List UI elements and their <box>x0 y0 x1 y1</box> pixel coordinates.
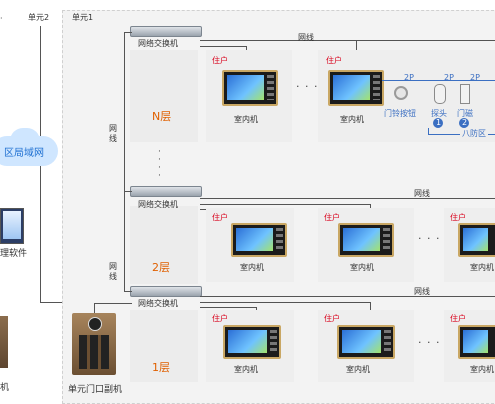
floor-2-block <box>130 206 198 284</box>
floor-2-label: 2层 <box>152 261 170 274</box>
door-station-line-h <box>94 303 132 304</box>
line-floor-n-far <box>200 40 495 41</box>
doorbell-label: 门铃按钮 <box>384 109 416 118</box>
trunk-line <box>124 32 125 292</box>
lan-cloud: 区局域网 <box>0 128 58 168</box>
floor-n-ellipsis: · · · <box>296 80 319 93</box>
unit1-label: 单元1 <box>72 13 94 22</box>
software-label: 理软件 <box>0 249 28 259</box>
line-floor-1-near <box>200 307 256 308</box>
line-floor-2-label: 网线 <box>414 189 430 198</box>
trunk-connector-n <box>124 32 132 33</box>
door-sensor-icon <box>460 84 470 104</box>
left-door-station-icon <box>0 316 8 368</box>
eight-zone-label: 八防区 <box>460 128 488 139</box>
switch-floor-2 <box>130 186 202 197</box>
floor-2-ellipsis: · · · <box>418 232 441 245</box>
resident-2-2-label: 住户 <box>324 213 340 222</box>
floor-1-block <box>130 310 198 382</box>
door-station-line <box>94 303 95 313</box>
floor-1-label: 1层 <box>152 361 170 374</box>
unit-door-station-label: 单元门口副机 <box>68 385 123 395</box>
door-sensor-label: 门磁 <box>457 109 473 118</box>
indoor-monitor-1-3 <box>458 325 495 359</box>
two-p-label-1: 2P <box>404 73 414 82</box>
zone-num-1-badge <box>433 118 443 128</box>
indoor-monitor-n-2 <box>328 70 384 106</box>
left-partial-label-top: · <box>0 14 3 23</box>
indoor-monitor-n-1 <box>222 70 278 106</box>
resident-n-2-label: 住户 <box>326 56 342 65</box>
switch-floor-n-label: 网络交换机 <box>138 39 178 48</box>
left-device-label: 机 <box>0 383 10 393</box>
unit2-label: 单元2 <box>28 13 50 22</box>
indoor-2-2-label: 室内机 <box>350 263 374 272</box>
switch-floor-1-label: 网络交换机 <box>138 299 178 308</box>
resident-1-2-label: 住户 <box>324 314 340 323</box>
floor-n-label: N层 <box>152 110 172 123</box>
zone-num-2-badge <box>459 118 469 128</box>
trunk-label-lower: 网线 <box>109 262 117 281</box>
switch-floor-2-label: 网络交换机 <box>138 200 178 209</box>
indoor-1-3-label: 室内机 <box>470 365 494 374</box>
indoor-monitor-2-2 <box>338 223 394 257</box>
zone-num-1-text: 1 <box>436 118 442 127</box>
line-floor-n-label: 网线 <box>298 33 314 42</box>
indoor-2-1-label: 室内机 <box>240 263 264 272</box>
probe-sensor-icon <box>434 84 446 104</box>
resident-2-1-label: 住户 <box>212 213 228 222</box>
indoor-n-1-label: 室内机 <box>234 115 258 124</box>
indoor-1-2-label: 室内机 <box>346 365 370 374</box>
floor-vertical-dots: ···· <box>158 147 162 181</box>
unit-door-station-icon <box>72 313 116 375</box>
line-floor-n-near <box>200 46 246 47</box>
indoor-n-2-label: 室内机 <box>340 115 364 124</box>
indoor-monitor-2-3 <box>458 223 495 257</box>
indoor-monitor-2-1 <box>231 223 287 257</box>
resident-n-1-label: 住户 <box>212 56 228 65</box>
resident-2-3-label: 住户 <box>450 213 466 222</box>
doorbell-button-icon <box>394 86 408 100</box>
indoor-monitor-1-2 <box>337 325 395 359</box>
switch-floor-1 <box>130 286 202 297</box>
two-p-label-3: 2P <box>470 73 480 82</box>
line-floor-1-mid <box>200 302 370 303</box>
trunk-connector-1 <box>124 291 132 292</box>
floor-n-block <box>130 50 198 142</box>
line-floor-2-far <box>200 198 495 199</box>
trunk-label-upper: 网线 <box>109 124 117 143</box>
trunk-connector-2 <box>124 191 132 192</box>
zone-num-2-text: 2 <box>462 118 468 127</box>
indoor-1-1-label: 室内机 <box>234 365 258 374</box>
indoor-monitor-1-1 <box>223 325 281 359</box>
two-p-label-2: 2P <box>444 73 454 82</box>
line-floor-1-label: 网线 <box>414 287 430 296</box>
line-floor-1-far <box>200 296 495 297</box>
line-floor-2-mid <box>200 204 370 205</box>
resident-1-3-label: 住户 <box>450 314 466 323</box>
floor-1-ellipsis: · · · <box>418 336 441 349</box>
switch-floor-n <box>130 26 202 37</box>
peripheral-bus-line <box>382 80 495 81</box>
resident-1-1-label: 住户 <box>212 314 228 323</box>
indoor-2-3-label: 室内机 <box>470 263 494 272</box>
probe-label: 探头 <box>431 109 447 118</box>
management-pc-icon <box>0 208 24 244</box>
lan-label: 区局域网 <box>4 148 44 159</box>
